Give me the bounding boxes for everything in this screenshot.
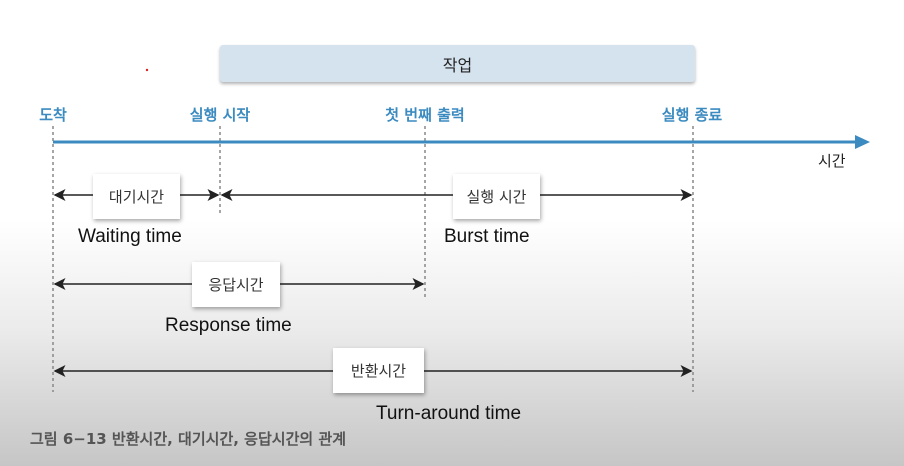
burst-label-en: Burst time [444, 226, 530, 247]
job-label: 작업 [442, 55, 473, 75]
milestone-end: 실행 종료 [661, 106, 723, 124]
axis-label: 시간 [818, 152, 846, 170]
timeline-arrowhead [855, 135, 870, 149]
response-label-ko: 응답시간 [208, 276, 264, 294]
figure-caption: 그림 6−13 반환시간, 대기시간, 응답시간의 관계 [30, 430, 346, 448]
burst-box: 실행 시간 [453, 174, 540, 219]
turnaround-box: 반환시간 [333, 348, 424, 393]
waiting-box: 대기시간 [93, 174, 180, 219]
job-bar: 작업 [220, 45, 695, 82]
waiting-label-ko: 대기시간 [108, 188, 165, 206]
milestone-first-output: 첫 번째 출력 [385, 106, 465, 124]
waiting-label-en: Waiting time [78, 226, 182, 247]
burst-label-ko: 실행 시간 [466, 188, 527, 206]
turnaround-label-ko: 반환시간 [350, 362, 407, 380]
milestone-arrival: 도착 [39, 106, 67, 124]
red-dot [145, 68, 149, 72]
response-box: 응답시간 [192, 262, 280, 307]
response-label-en: Response time [165, 315, 292, 336]
turnaround-label-en: Turn-around time [376, 403, 522, 424]
milestone-start: 실행 시작 [189, 106, 251, 124]
